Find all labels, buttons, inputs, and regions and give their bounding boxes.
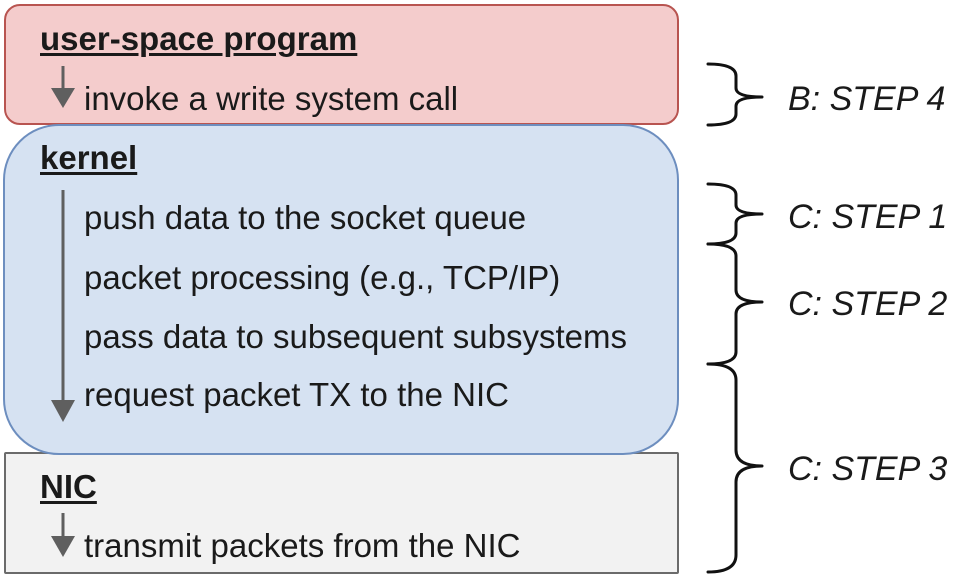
kernel-step-request-tx: request packet TX to the NIC [84, 376, 509, 413]
nic-title: NIC [40, 468, 97, 505]
brace-b-step-4 [706, 62, 764, 127]
kernel-box [3, 124, 679, 455]
annotation-c-step-2: C: STEP 2 [788, 285, 948, 323]
kernel-title: kernel [40, 139, 138, 176]
annotation-c-step-3: C: STEP 3 [788, 450, 948, 488]
annotation-b-step-4: B: STEP 4 [788, 80, 946, 118]
annotation-c-step-1: C: STEP 1 [788, 198, 948, 236]
brace-c-step-2 [706, 242, 764, 366]
kernel-step-packet-processing: packet processing (e.g., TCP/IP) [84, 259, 561, 296]
kernel-step-pass-data: pass data to subsequent subsystems [84, 318, 627, 355]
user-space-box [4, 4, 679, 125]
user-space-step: invoke a write system call [84, 80, 459, 117]
brace-c-step-3 [706, 362, 764, 574]
brace-c-step-1 [706, 182, 764, 246]
nic-step: transmit packets from the NIC [84, 527, 521, 564]
kernel-step-push-data: push data to the socket queue [84, 199, 527, 236]
nic-box [4, 452, 679, 574]
user-space-title: user-space program [40, 20, 358, 57]
